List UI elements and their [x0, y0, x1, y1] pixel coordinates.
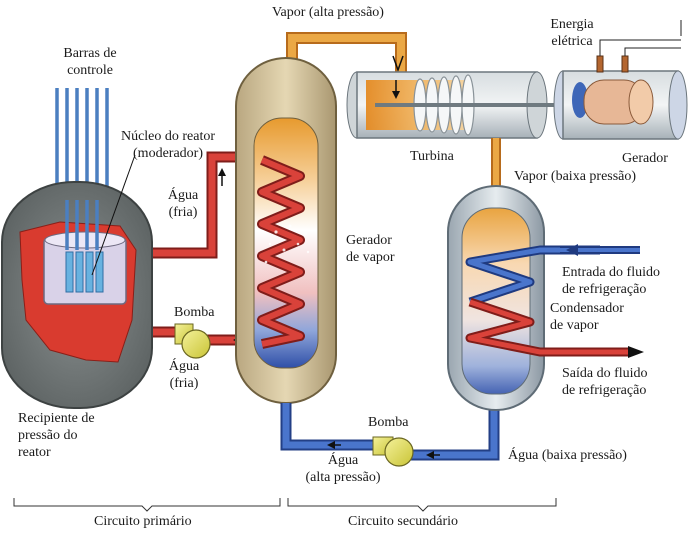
steam-generator	[235, 57, 337, 404]
label-agua-alta-line2: (alta pressão)	[305, 470, 381, 485]
label-bomba-left: Bomba	[174, 305, 215, 320]
label-gerador-vapor: Gerador de vapor	[346, 232, 395, 266]
label-energia-line2: elétrica	[551, 34, 593, 49]
steam-flow-arrow	[392, 55, 404, 73]
label-gerador-vapor-line1: Gerador	[346, 233, 392, 248]
reactor-pressure-vessel	[1, 88, 153, 409]
label-vapor-baixa: Vapor (baixa pressão)	[514, 169, 637, 184]
label-agua-baixa: Água (baixa pressão)	[508, 448, 627, 463]
label-saida-line1: Saída do fluido	[562, 366, 648, 381]
label-barras-line2: controle	[67, 63, 113, 78]
label-condensador-line1: Condensador	[550, 301, 624, 316]
label-agua-fria-top: Água (fria)	[162, 187, 204, 221]
label-energia-line1: Energia	[550, 17, 594, 32]
label-agua-fria-top-line2: (fria)	[168, 205, 198, 220]
primary-pump	[174, 323, 211, 359]
label-entrada-line2: de refrigeração	[562, 282, 647, 297]
label-agua-fria-bottom: Água (fria)	[162, 358, 206, 392]
label-barras-controle: Barras de controle	[48, 45, 132, 79]
label-condensador-line2: de vapor	[550, 318, 599, 333]
label-agua-fria-bottom-line2: (fria)	[169, 376, 199, 391]
label-gerador: Gerador	[622, 151, 668, 166]
label-saida-fluido: Saída do fluido de refrigeração	[562, 365, 648, 399]
label-saida-line2: de refrigeração	[562, 383, 647, 398]
label-recipiente-line2: pressão do	[18, 428, 78, 443]
label-nucleo-reator: Núcleo do reator (moderador)	[110, 128, 226, 162]
label-agua-fria-bottom-line1: Água	[168, 359, 200, 374]
brace-primary	[13, 498, 281, 512]
label-circuito-secundario: Circuito secundário	[348, 514, 459, 529]
brace-secondary	[287, 498, 557, 512]
label-agua-alta-line1: Água	[327, 453, 359, 468]
label-barras-line1: Barras de	[63, 46, 117, 61]
generator	[553, 20, 688, 140]
label-circuito-primario: Circuito primário	[94, 514, 192, 529]
label-recipiente-pressao: Recipiente de pressão do reator	[18, 410, 95, 461]
label-turbina: Turbina	[410, 149, 454, 164]
secondary-feed-pipe	[280, 403, 375, 451]
steam-condenser	[447, 185, 644, 411]
label-agua-fria-top-line1: Água	[167, 188, 199, 203]
label-nucleo-line2: (moderador)	[133, 146, 203, 161]
control-rods	[55, 88, 109, 188]
label-vapor-alta: Vapor (alta pressão)	[272, 5, 384, 20]
label-entrada-fluido: Entrada do fluido de refrigeração	[562, 264, 660, 298]
label-agua-alta: Água (alta pressão)	[290, 452, 396, 486]
label-nucleo-line1: Núcleo do reator	[120, 129, 216, 144]
label-energia-eletrica: Energia elétrica	[540, 16, 604, 50]
turbine	[346, 71, 560, 139]
label-recipiente-line1: Recipiente de	[18, 411, 95, 426]
label-gerador-vapor-line2: de vapor	[346, 250, 395, 265]
label-entrada-line1: Entrada do fluido	[562, 265, 660, 280]
secondary-pump	[372, 436, 414, 467]
label-bomba-bottom: Bomba	[368, 415, 409, 430]
core-leader-line	[91, 154, 136, 276]
label-condensador: Condensador de vapor	[550, 300, 624, 334]
label-recipiente-line3: reator	[18, 445, 51, 460]
